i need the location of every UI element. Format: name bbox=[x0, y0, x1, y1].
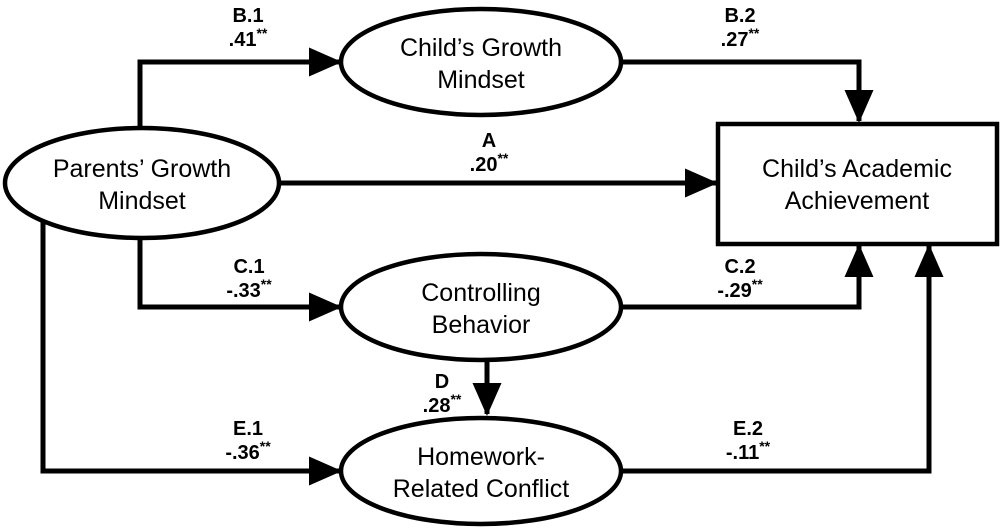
edge-label-C2-coefficient: -.29 bbox=[717, 280, 751, 302]
edge-label-D-significance: ** bbox=[450, 391, 461, 407]
node-homework-related-conflict-line1: Homework- bbox=[417, 443, 545, 471]
edge-label-E2-value: -.11** bbox=[726, 438, 771, 464]
edge-label-C2-name: C.2 bbox=[724, 256, 755, 278]
edge-label-C2: C.2 -.29** bbox=[717, 256, 763, 302]
edge-label-B2-name: B.2 bbox=[724, 5, 755, 27]
edge-label-D-value: .28** bbox=[423, 391, 462, 417]
edge-label-C2-significance: ** bbox=[752, 276, 763, 292]
edge-label-E1: E.1 -.36** bbox=[225, 418, 271, 464]
edge-label-B1-value: .41** bbox=[229, 25, 268, 51]
node-childs-growth-mindset-line1: Child’s Growth bbox=[400, 34, 562, 62]
edge-B2-line bbox=[622, 59, 874, 124]
node-controlling-behavior-ellipse bbox=[338, 251, 624, 363]
edge-label-C1-significance: ** bbox=[261, 276, 272, 292]
node-parents-growth-mindset-line1: Parents’ Growth bbox=[53, 155, 231, 183]
edge-label-C1-coefficient: -.33 bbox=[226, 280, 260, 302]
node-childs-academic-achievement-line1: Child’s Academic bbox=[762, 155, 952, 183]
edge-label-E1-value: -.36** bbox=[225, 438, 271, 464]
edge-label-C2-value: -.29** bbox=[717, 276, 763, 302]
edge-label-B2-coefficient: .27 bbox=[721, 29, 749, 51]
node-childs-growth-mindset-line2: Mindset bbox=[437, 66, 525, 94]
node-controlling-behavior[interactable]: Controlling Behavior bbox=[338, 251, 624, 363]
node-homework-related-conflict[interactable]: Homework- Related Conflict bbox=[338, 415, 624, 527]
node-homework-related-conflict-ellipse bbox=[338, 415, 624, 527]
edge-label-E2-name: E.2 bbox=[733, 418, 763, 440]
edge-label-E1-name: E.1 bbox=[233, 418, 263, 440]
node-childs-academic-achievement-rect bbox=[715, 121, 1000, 247]
edge-label-D-coefficient: .28 bbox=[423, 395, 451, 417]
edge-label-B2-significance: ** bbox=[748, 25, 759, 41]
edge-label-B1-coefficient: .41 bbox=[229, 29, 257, 51]
node-childs-growth-mindset[interactable]: Child’s Growth Mindset bbox=[338, 6, 624, 118]
edge-label-B2-value: .27** bbox=[721, 25, 760, 51]
node-controlling-behavior-line1: Controlling bbox=[421, 279, 541, 307]
edge-label-E1-coefficient: -.36 bbox=[225, 442, 259, 464]
node-childs-academic-achievement[interactable]: Child’s Academic Achievement bbox=[715, 121, 1000, 247]
edge-label-A: A .20** bbox=[470, 130, 509, 176]
edge-label-B1-significance: ** bbox=[256, 25, 267, 41]
node-homework-related-conflict-line2: Related Conflict bbox=[393, 475, 570, 503]
edge-label-B2: B.2 .27** bbox=[721, 5, 760, 51]
edge-label-B1-name: B.1 bbox=[232, 5, 263, 27]
node-controlling-behavior-line2: Behavior bbox=[432, 311, 531, 339]
edge-label-C1-value: -.33** bbox=[226, 276, 272, 302]
node-parents-growth-mindset[interactable]: Parents’ Growth Mindset bbox=[2, 125, 282, 241]
node-parents-growth-mindset-line2: Mindset bbox=[98, 187, 186, 215]
edge-E1-line bbox=[40, 196, 343, 486]
node-parents-growth-mindset-ellipse bbox=[2, 125, 282, 241]
edge-label-E1-significance: ** bbox=[260, 438, 271, 454]
edge-E2-line bbox=[622, 243, 944, 474]
edge-label-B1: B.1 .41** bbox=[229, 5, 268, 51]
edge-label-A-coefficient: .20 bbox=[470, 154, 498, 176]
edge-label-E2-significance: ** bbox=[759, 438, 770, 454]
edge-label-A-value: .20** bbox=[470, 150, 509, 176]
edge-label-A-significance: ** bbox=[497, 150, 508, 166]
edge-label-C1: C.1 -.33** bbox=[226, 256, 272, 302]
edge-label-E2-coefficient: -.11 bbox=[726, 442, 759, 464]
edge-label-C1-name: C.1 bbox=[233, 256, 264, 278]
node-childs-growth-mindset-ellipse bbox=[338, 6, 624, 118]
edge-label-E2: E.2 -.11** bbox=[726, 418, 771, 464]
edge-C2-line bbox=[622, 243, 874, 310]
edge-label-A-name: A bbox=[482, 130, 496, 152]
edge-label-D: D .28** bbox=[423, 371, 462, 417]
node-childs-academic-achievement-line2: Achievement bbox=[785, 187, 930, 215]
edge-label-D-name: D bbox=[435, 371, 449, 393]
